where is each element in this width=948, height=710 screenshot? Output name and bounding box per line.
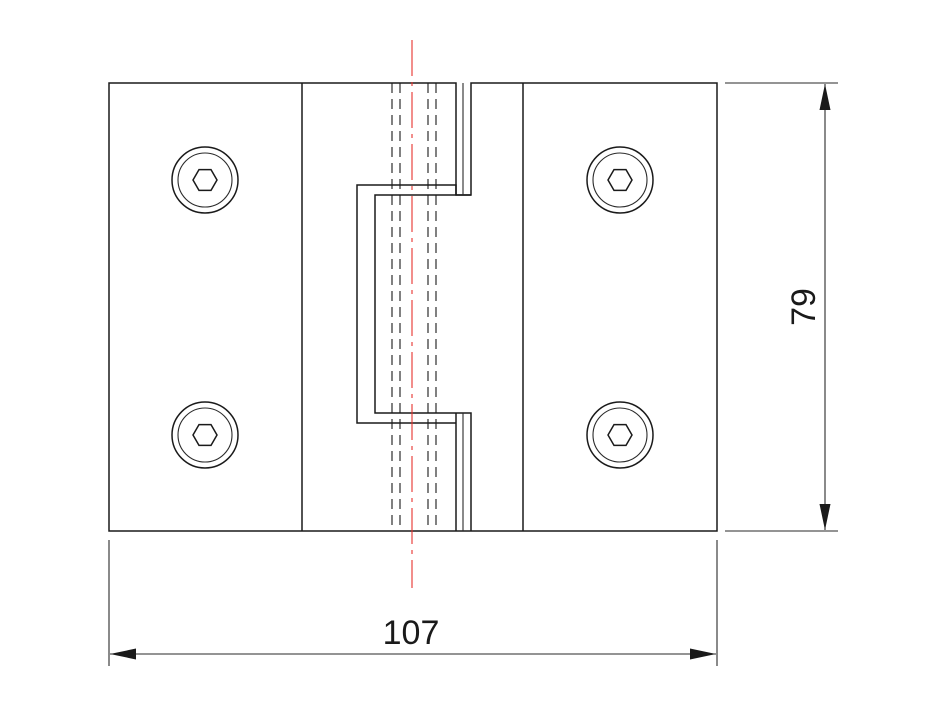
arrow-left-icon [110,648,136,660]
hex-socket-icon [192,168,218,192]
arrow-up-icon [819,84,831,110]
hidden-pin-lines [391,83,437,531]
screw-top-right [586,146,654,214]
arrow-down-icon [819,504,831,530]
knuckle-recess [356,83,472,531]
height-label: 79 [785,288,823,326]
arrow-right-icon [690,648,716,660]
hex-socket-icon [607,423,633,447]
screw-bottom-right [586,401,654,469]
hinge-outline [108,82,718,532]
hex-socket-icon [192,423,218,447]
width-label: 107 [383,614,440,652]
hex-socket-icon [607,168,633,192]
screw-bottom-left [171,401,239,469]
screw-top-left [171,146,239,214]
width-dimension: 107 [108,540,718,666]
height-dimension: 79 [725,82,838,532]
